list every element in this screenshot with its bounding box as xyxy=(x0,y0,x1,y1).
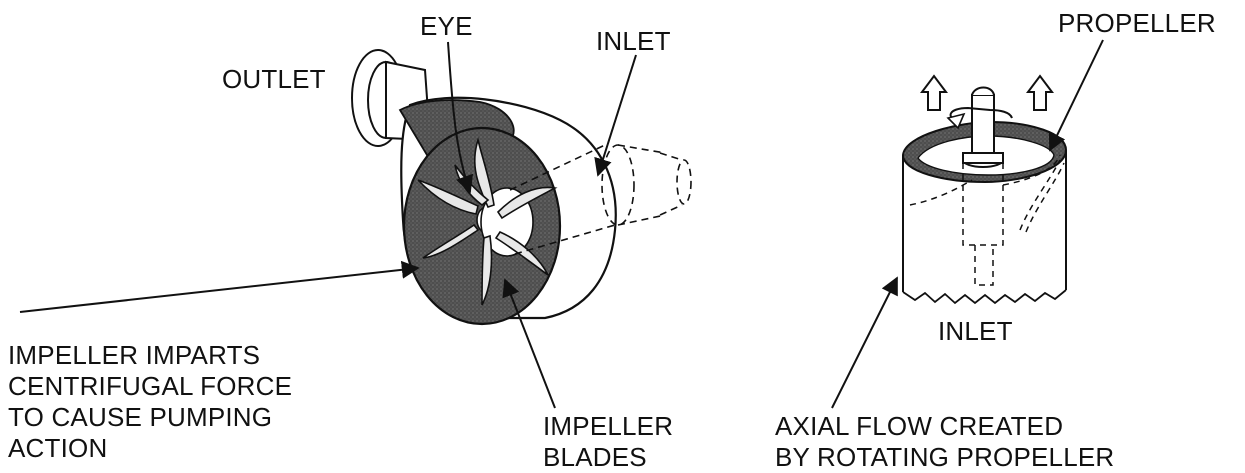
axial-pump xyxy=(832,40,1103,408)
impeller-blades-label: IMPELLER BLADES xyxy=(543,411,673,473)
axial-flow-label: AXIAL FLOW CREATED BY ROTATING PROPELLER xyxy=(775,411,1114,473)
outlet-label: OUTLET xyxy=(222,64,326,95)
axial-flow-line-1: AXIAL FLOW CREATED xyxy=(775,411,1114,442)
impeller-blades-line-1: IMPELLER xyxy=(543,411,673,442)
impeller-action-label: IMPELLER IMPARTS CENTRIFUGAL FORCE TO CA… xyxy=(8,340,292,464)
inlet-label: INLET xyxy=(596,26,671,57)
axial-flow-line-2: BY ROTATING PROPELLER xyxy=(775,442,1114,473)
impeller-action-line-2: CENTRIFUGAL FORCE xyxy=(8,371,292,402)
axial-inlet-label: INLET xyxy=(938,316,1013,347)
impeller-blades-line-2: BLADES xyxy=(543,442,673,473)
impeller-action-line-1: IMPELLER IMPARTS xyxy=(8,340,292,371)
axial-leaders xyxy=(832,40,1103,408)
impeller-action-line-3: TO CAUSE PUMPING xyxy=(8,402,292,433)
propeller-label: PROPELLER xyxy=(1058,8,1216,39)
eye-label: EYE xyxy=(420,11,473,42)
impeller-action-line-4: ACTION xyxy=(8,433,292,464)
